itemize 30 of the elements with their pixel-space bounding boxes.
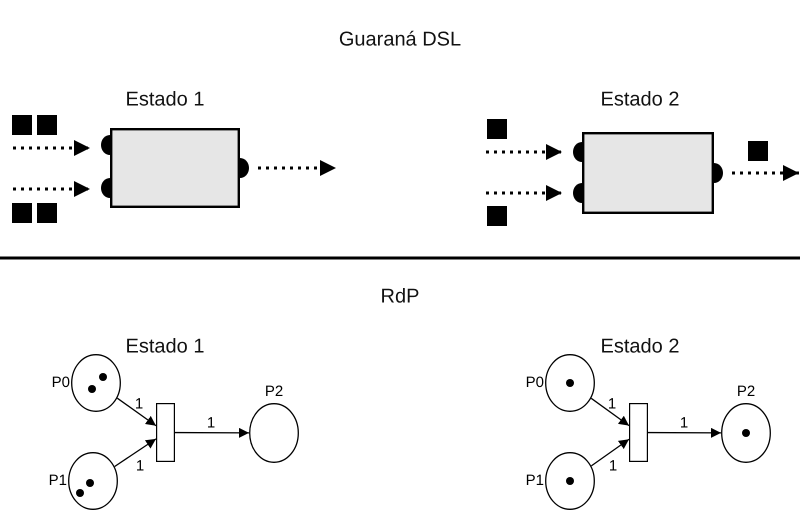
arrow xyxy=(648,428,721,438)
arrow xyxy=(590,398,630,426)
dotted-arrow xyxy=(13,181,90,197)
dotted-arrow xyxy=(486,185,562,201)
section-heading: Estado 1 xyxy=(126,336,204,358)
place-label: P1 xyxy=(526,472,544,489)
diagram-title: Guaraná DSL xyxy=(338,28,462,52)
dotted-arrow xyxy=(258,160,336,176)
arrow xyxy=(590,438,630,466)
section-heading: RdP xyxy=(380,286,420,308)
dotted-arrow xyxy=(486,144,562,160)
edge-label: 1 xyxy=(136,458,144,474)
section-heading: Estado 2 xyxy=(600,88,680,112)
edge-label: 1 xyxy=(134,396,144,412)
dotted-arrow xyxy=(13,140,90,156)
section-heading: Estado 2 xyxy=(600,336,680,358)
edge-label: 1 xyxy=(206,414,216,432)
place-label: P2 xyxy=(264,383,284,400)
dotted-arrow xyxy=(732,165,799,181)
edge-label: 1 xyxy=(608,396,616,412)
edge-label: 1 xyxy=(680,414,688,432)
edge-label: 1 xyxy=(608,458,618,474)
section-heading: Estado 1 xyxy=(126,88,204,112)
place-label: P0 xyxy=(526,374,544,391)
place-label: P2 xyxy=(736,383,756,400)
place-label: P0 xyxy=(52,374,70,391)
arrow xyxy=(114,438,156,468)
place-label: P1 xyxy=(48,472,67,489)
arrow xyxy=(116,398,156,426)
arrow xyxy=(175,428,249,438)
